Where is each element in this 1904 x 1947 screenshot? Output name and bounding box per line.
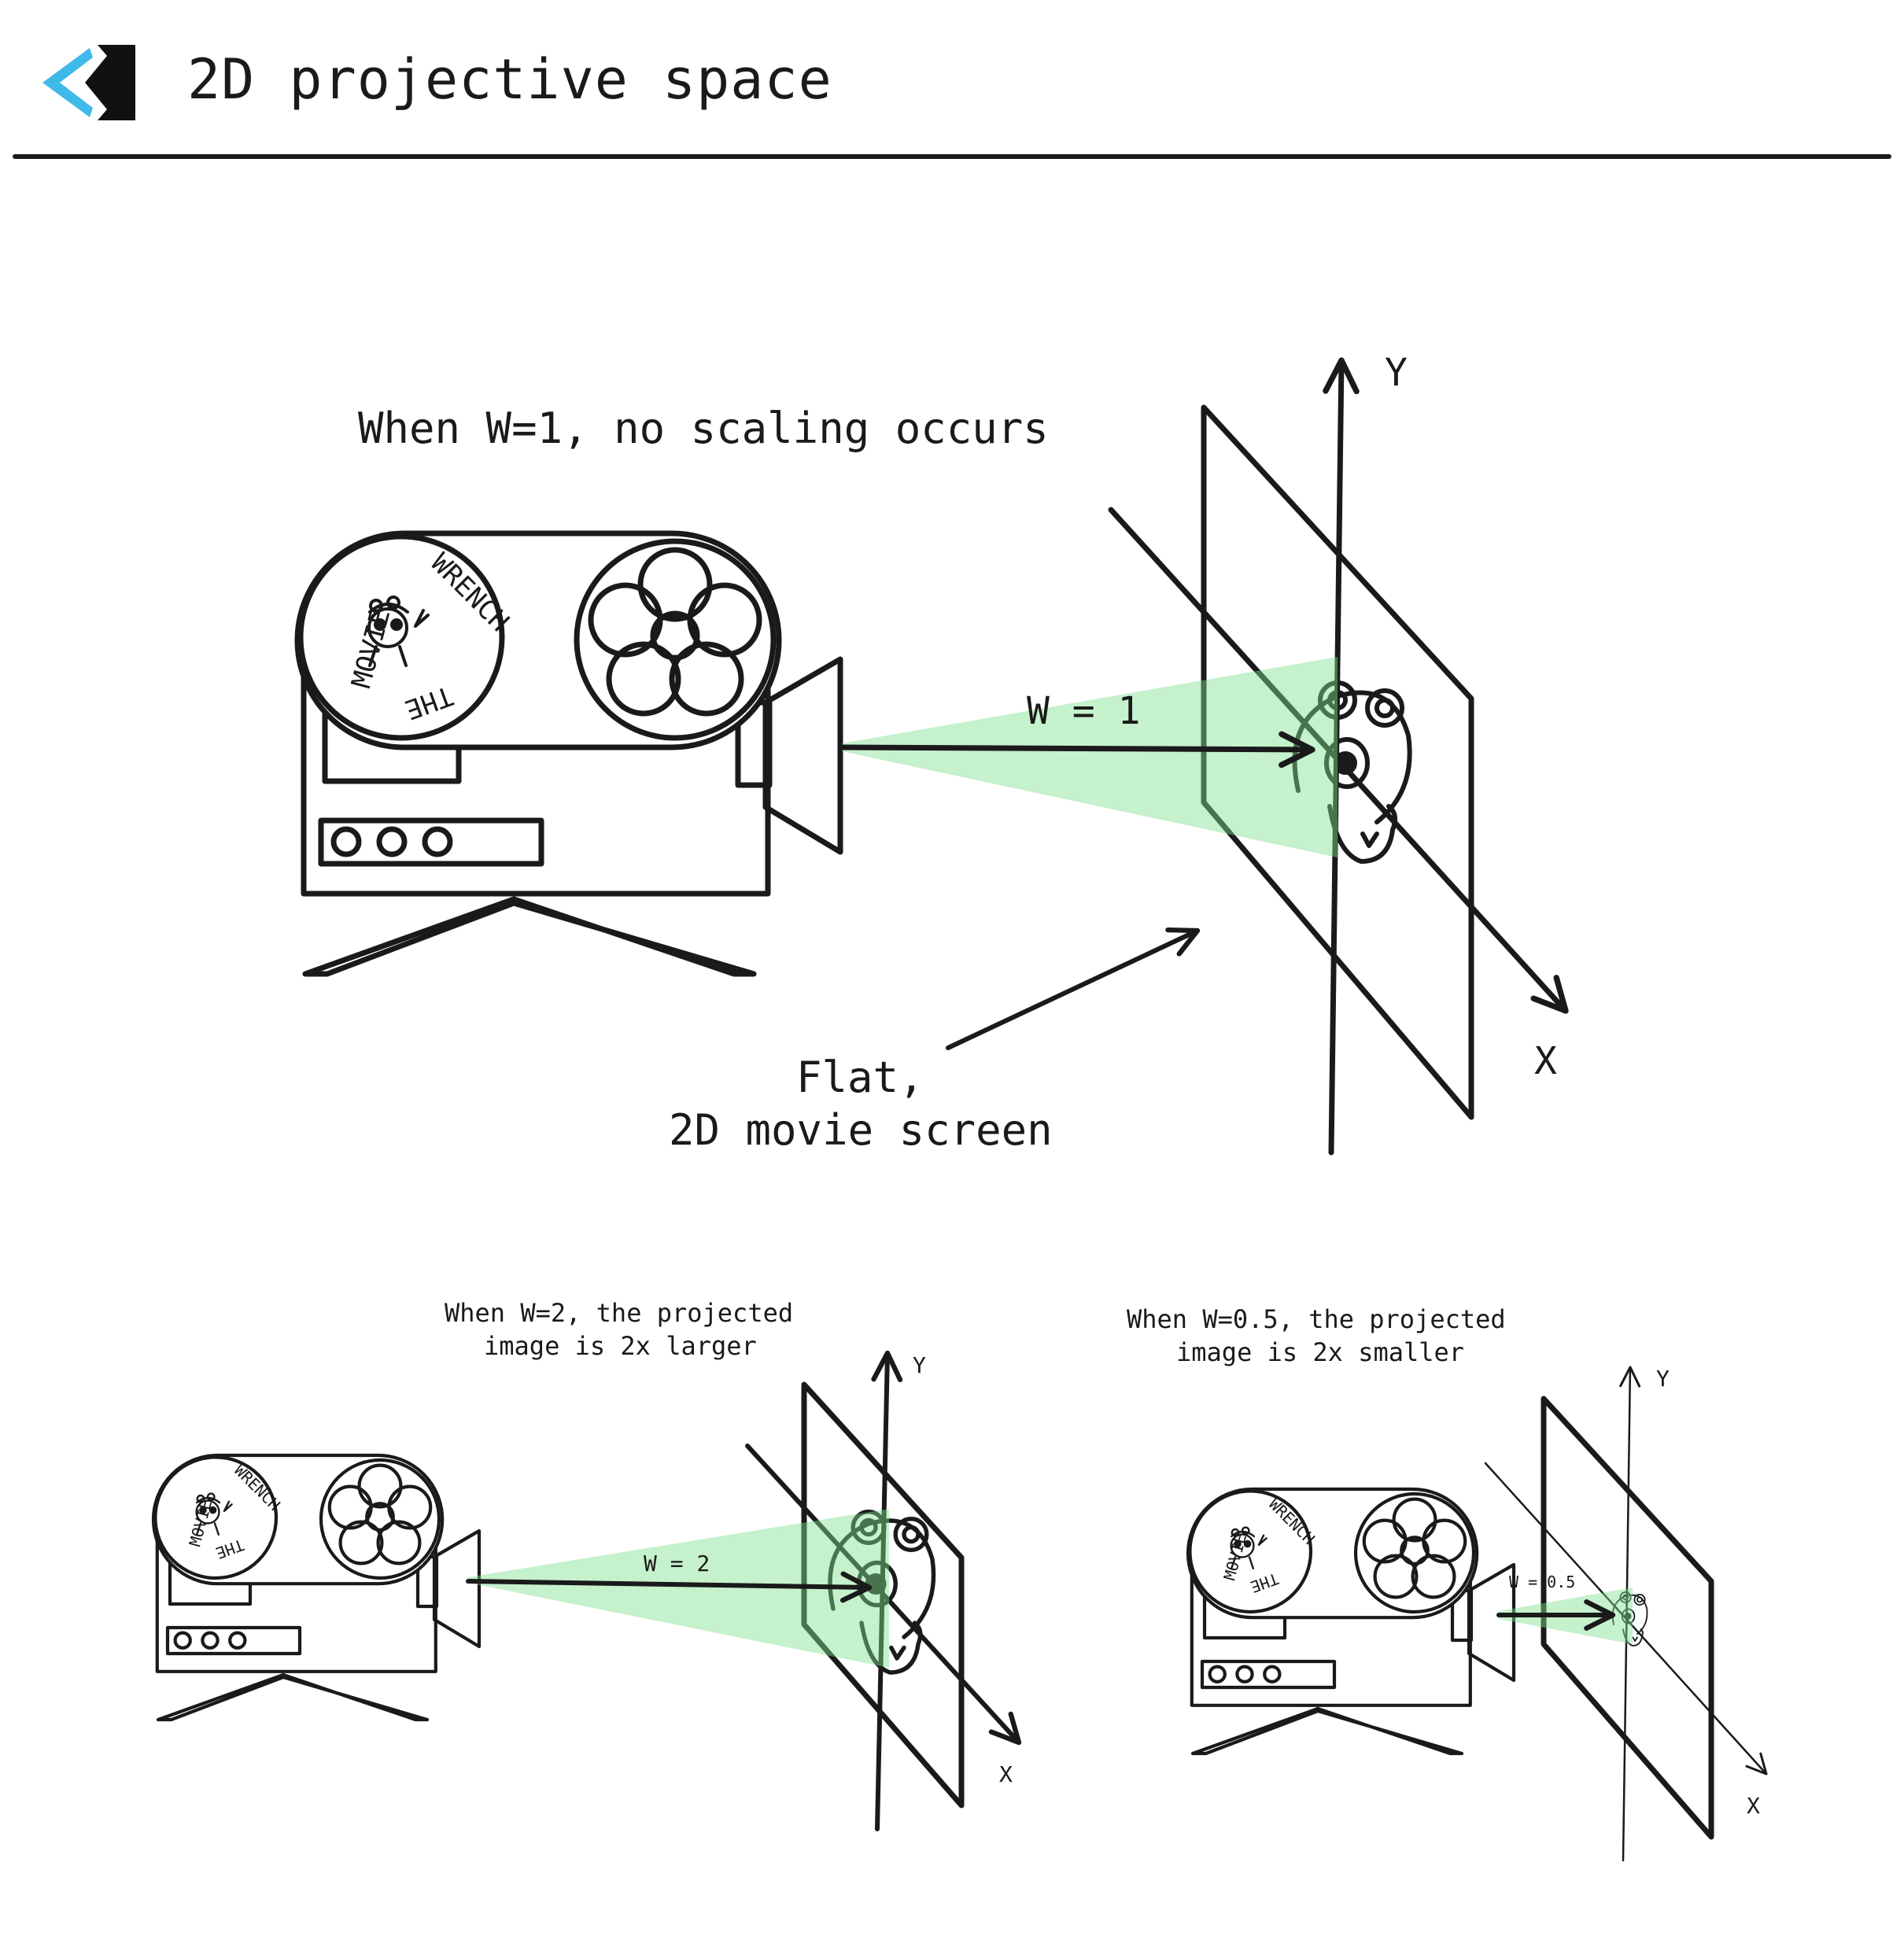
panel3-projector xyxy=(1188,1489,1514,1753)
panel1-screen-plane xyxy=(1201,404,1474,1120)
panel3-screen-plane xyxy=(1541,1396,1714,1840)
panel3-x-label: X xyxy=(1747,1793,1760,1819)
panel-w1: When W=1, no scaling occurs Y X WRENCH M… xyxy=(297,351,1569,1156)
panel1-callout-arrow xyxy=(946,927,1201,1050)
panel1-caption: When W=1, no scaling occurs xyxy=(358,404,1049,453)
panel-w05: When W=0.5, the projected image is 2x sm… xyxy=(1127,1304,1768,1862)
panel2-beam xyxy=(468,1509,889,1668)
panel2-caption-line1: When W=2, the projected xyxy=(445,1298,793,1328)
panel1-w-label: W = 1 xyxy=(1027,689,1141,733)
panel2-beam-arrow xyxy=(466,1571,873,1603)
logo-icon xyxy=(42,45,135,120)
panel2-y-label: Y xyxy=(913,1352,926,1378)
panel1-callout-line2: 2D movie screen xyxy=(669,1105,1053,1155)
panel3-w-label: W = 0.5 xyxy=(1509,1573,1575,1591)
panel1-callout-line1: Flat, xyxy=(796,1053,924,1102)
panel2-caption-line2: image is 2x larger xyxy=(484,1331,757,1361)
panel1-x-label: X xyxy=(1534,1039,1557,1083)
panel-w2: When W=2, the projected image is 2x larg… xyxy=(153,1298,1022,1831)
logo-black-block xyxy=(85,45,135,120)
panel2-projector xyxy=(153,1455,479,1720)
panel2-w-label: W = 2 xyxy=(644,1551,710,1576)
panel1-projector xyxy=(297,533,840,974)
header-divider xyxy=(13,154,1891,159)
page-title: 2D projective space xyxy=(187,47,832,112)
panel3-caption-line1: When W=0.5, the projected xyxy=(1127,1304,1506,1334)
header: 2D projective space xyxy=(0,0,1904,161)
panel2-x-label: X xyxy=(999,1761,1013,1787)
panel1-beam xyxy=(842,657,1338,857)
panel2-screen-plane xyxy=(801,1381,965,1809)
panel3-caption-line2: image is 2x smaller xyxy=(1176,1337,1464,1367)
panel1-y-label: Y xyxy=(1385,351,1408,395)
panel1-beam-arrow xyxy=(839,731,1315,769)
panel3-y-label: Y xyxy=(1656,1366,1670,1392)
logo-blue-chevron xyxy=(42,48,93,117)
